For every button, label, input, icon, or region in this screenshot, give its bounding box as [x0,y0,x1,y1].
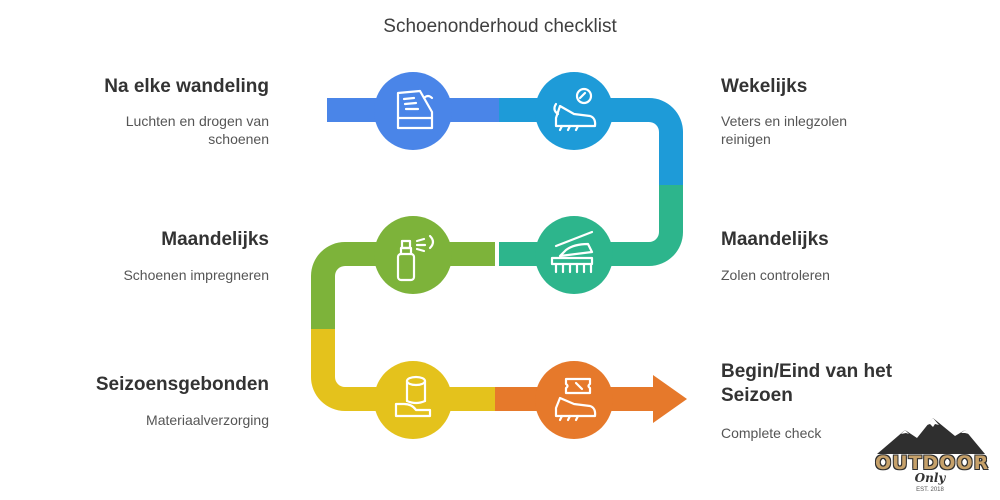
outdoor-only-logo: OUTDOOR Only EST. 2018 [875,416,990,498]
step-circle-3 [535,216,613,294]
flow-arc-left-bottom [311,329,345,411]
logo-wordmark: OUTDOOR [875,452,990,474]
step-4-title: Maandelijks [161,229,269,250]
boot-drying-icon [396,89,434,130]
step-3-description: Zolen controleren [721,267,830,283]
mountain-icon [877,418,985,454]
shoe-ticket-icon [554,377,597,422]
step-6-title: Begin/Eind van het Seizoen [721,361,893,406]
flow-arc-right-bottom [649,185,683,266]
logo-subtitle: Only [914,471,946,485]
step-5-title: Seizoensgebonden [95,374,269,395]
step-3-title: Maandelijks [721,229,829,250]
step-circle-6 [535,361,613,439]
flow-arc-right-top [649,98,683,185]
flow-arrow-head [653,375,687,423]
step-6-description: Complete check [721,425,822,441]
flow-arc-left-top [311,242,345,329]
care-product-icon [394,375,432,418]
spray-can-icon [396,234,435,282]
page-title: Schoenonderhoud checklist [383,16,617,37]
step-1-title: Na elke wandeling [104,76,269,97]
step-2-description: Veters en inlegzolen reinigen [721,113,848,147]
step-1-description: Luchten en drogen van schoenen [125,113,269,147]
flow-path [311,98,687,423]
brush-sole-icon [550,230,594,274]
step-circle-4 [374,216,452,294]
step-circle-2 [535,72,613,150]
step-5-description: Materiaalverzorging [146,412,269,428]
shoe-cleaning-icon [553,87,597,132]
step-2-title: Wekelijks [721,76,808,97]
logo-established: EST. 2018 [916,487,944,493]
step-4-description: Schoenen impregneren [123,267,269,283]
step-circle-5 [374,361,452,439]
step-circle-1 [374,72,452,150]
